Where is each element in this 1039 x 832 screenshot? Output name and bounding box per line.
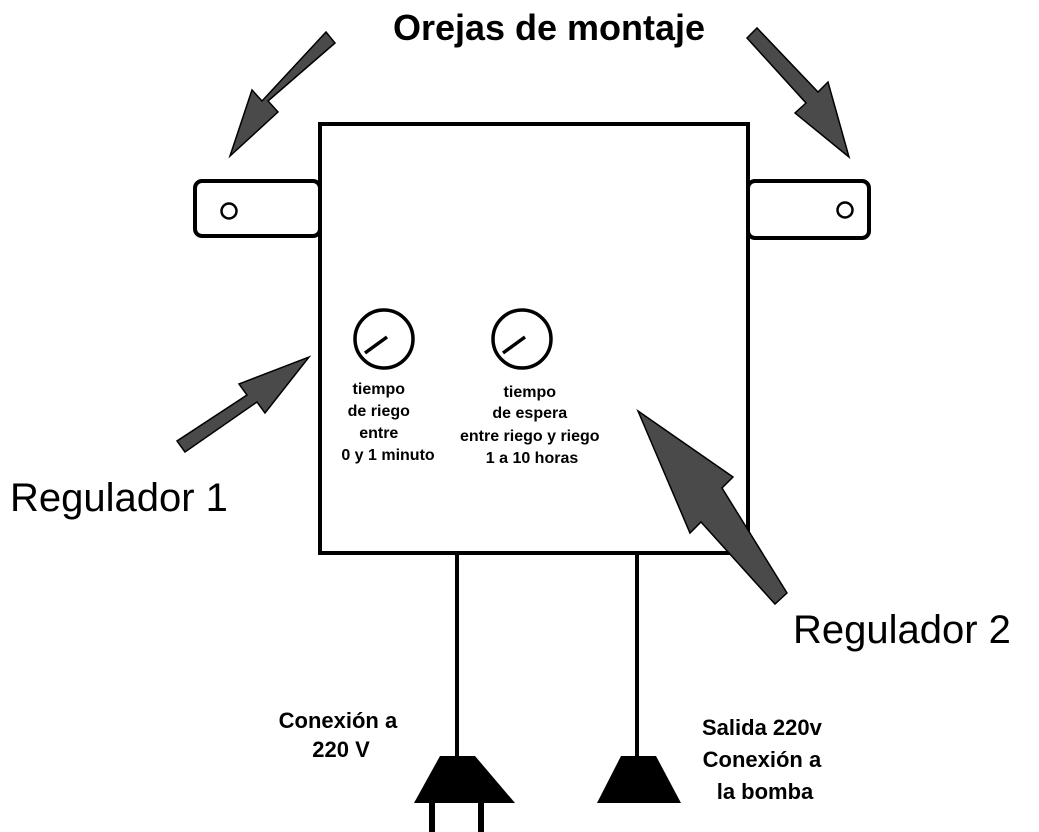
knob2-caption-line: entre riego y riego	[460, 428, 600, 445]
knob1-caption: tiempo de riego entre 0 y 1 minuto	[341, 381, 435, 464]
arrow-regulador-1-icon	[175, 355, 312, 454]
knob1-caption-line: tiempo	[353, 381, 406, 398]
label-regulador-2: Regulador 2	[793, 608, 1011, 652]
knob1-caption-line: 0 y 1 minuto	[341, 447, 435, 464]
label-output: Salida 220v Conexión a la bomba	[702, 715, 828, 804]
knob2-caption-line: 1 a 10 horas	[486, 450, 579, 467]
mounting-ear-left	[193, 179, 322, 238]
knob2-caption: tiempo de espera entre riego y riego 1 a…	[460, 384, 604, 467]
mounting-ear-right	[746, 179, 871, 240]
diagram-title: Orejas de montaje	[393, 7, 705, 48]
screw-hole-icon	[220, 202, 238, 220]
knob1-caption-line: de riego	[348, 403, 410, 420]
label-output-line: Salida 220v	[702, 715, 823, 740]
label-output-line: Conexión a	[703, 747, 822, 772]
arrow-left-ear-icon	[228, 30, 337, 159]
label-regulador-1: Regulador 1	[10, 476, 228, 520]
screw-hole-icon	[836, 201, 854, 219]
knob1-caption-line: entre	[359, 425, 398, 442]
label-input: Conexión a 220 V	[279, 708, 404, 762]
knob-regulador-1	[353, 308, 415, 370]
knob2-caption-line: tiempo	[504, 384, 557, 401]
label-input-line: Conexión a	[279, 708, 398, 733]
knob-regulador-2	[491, 308, 553, 370]
output-socket-icon	[597, 756, 681, 803]
input-plug-icon	[414, 756, 515, 832]
label-output-line: la bomba	[717, 779, 814, 804]
arrow-regulador-2-icon	[636, 408, 788, 606]
arrow-right-ear-icon	[745, 26, 851, 160]
knob2-caption-line: de espera	[492, 405, 567, 422]
label-input-line: 220 V	[312, 737, 370, 762]
